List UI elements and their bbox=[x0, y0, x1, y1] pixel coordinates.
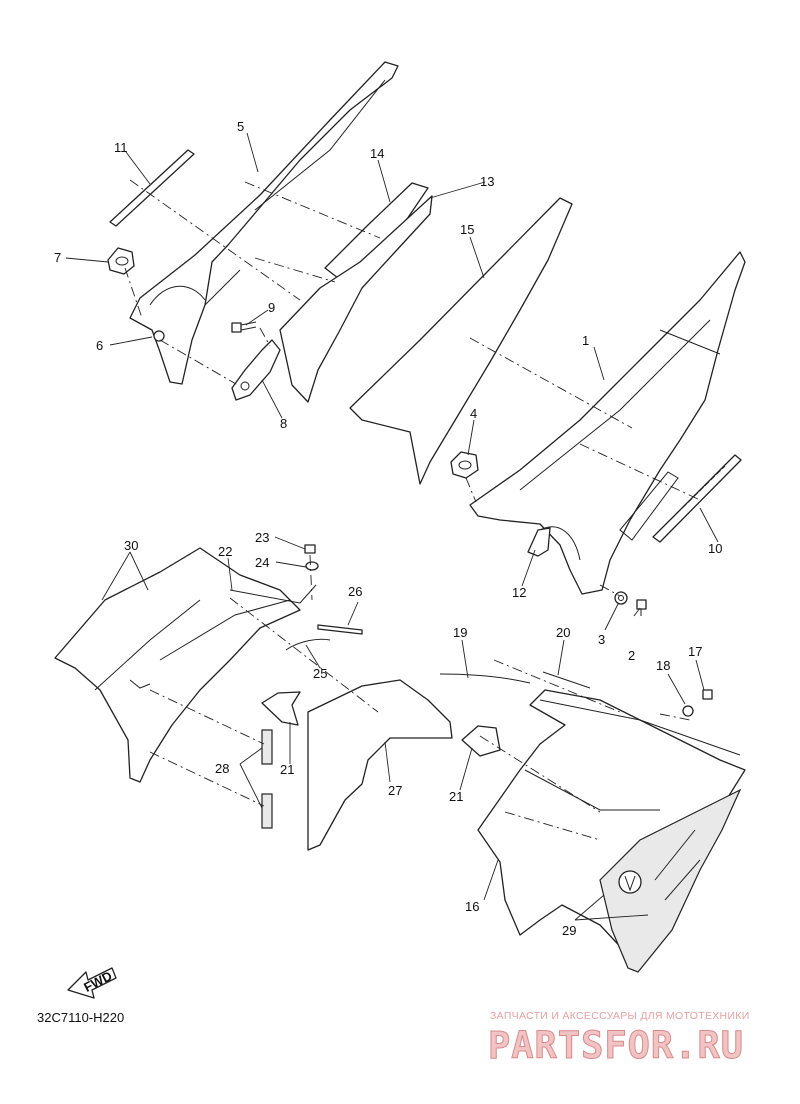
callout-15: 15 bbox=[460, 222, 474, 237]
callout-27: 27 bbox=[388, 783, 402, 798]
part-24-nut bbox=[305, 561, 319, 571]
part-3-washer bbox=[614, 591, 628, 605]
part-17-bolt bbox=[702, 689, 713, 700]
part-4-grommet bbox=[450, 451, 479, 479]
callout-21a: 21 bbox=[280, 762, 294, 777]
callout-26: 26 bbox=[348, 584, 362, 599]
callout-4: 4 bbox=[470, 406, 477, 421]
part-23-screw bbox=[304, 544, 316, 554]
callout-8: 8 bbox=[280, 416, 287, 431]
watermark-caption: ЗАПЧАСТИ И АКСЕССУАРЫ ДЛЯ МОТОТЕХНИКИ bbox=[490, 1010, 750, 1022]
part-21-clip-right bbox=[461, 725, 501, 757]
callout-14: 14 bbox=[370, 146, 384, 161]
part-28-pad-b bbox=[261, 793, 273, 829]
part-7-grommet bbox=[107, 247, 135, 275]
part-27-panel-sheet bbox=[307, 679, 453, 851]
callout-17: 17 bbox=[688, 644, 702, 659]
callout-labels: 1 2 3 4 5 6 7 8 9 10 11 12 13 14 15 16 1… bbox=[54, 119, 722, 938]
callout-5: 5 bbox=[237, 119, 244, 134]
part-28-pad-a bbox=[261, 729, 273, 765]
part-2-bolt bbox=[636, 599, 647, 616]
callout-25: 25 bbox=[313, 666, 327, 681]
leader-lines bbox=[65, 132, 719, 921]
callout-9: 9 bbox=[268, 300, 275, 315]
callout-24: 24 bbox=[255, 555, 269, 570]
callout-13: 13 bbox=[480, 174, 494, 189]
part-8-bracket bbox=[231, 339, 281, 401]
watermark-logo: PARTSFOR.RU bbox=[487, 1024, 745, 1068]
callout-30: 30 bbox=[124, 538, 138, 553]
part-9-bolt bbox=[231, 321, 257, 333]
callout-6: 6 bbox=[96, 338, 103, 353]
part-15-panel-sheet bbox=[349, 197, 573, 485]
callout-20: 20 bbox=[556, 625, 570, 640]
part-12-stay bbox=[527, 527, 551, 557]
part-5-side-cover-upper bbox=[129, 61, 399, 385]
callout-11: 11 bbox=[114, 140, 128, 155]
part-30-lower-cover-left bbox=[54, 547, 301, 783]
callout-28: 28 bbox=[215, 761, 229, 776]
assembly-lines bbox=[124, 179, 701, 841]
callout-23: 23 bbox=[255, 530, 269, 545]
part-6-washer bbox=[153, 330, 165, 342]
part-19-strip bbox=[439, 673, 531, 684]
callout-7: 7 bbox=[54, 250, 61, 265]
part-11-emblem-strip bbox=[109, 149, 195, 227]
callout-22: 22 bbox=[218, 544, 232, 559]
part-20-strip bbox=[542, 671, 591, 689]
fwd-arrow-icon: FWD bbox=[67, 967, 117, 999]
callout-18: 18 bbox=[656, 658, 670, 673]
callout-21b: 21 bbox=[449, 789, 463, 804]
callout-19: 19 bbox=[453, 625, 467, 640]
part-13-side-panel bbox=[279, 195, 433, 403]
callout-3: 3 bbox=[598, 632, 605, 647]
part-29-graphic-decal bbox=[599, 788, 742, 973]
part-26-strip bbox=[317, 624, 363, 635]
callout-12: 12 bbox=[512, 585, 526, 600]
part-25-curved-strip bbox=[285, 638, 331, 651]
callout-16: 16 bbox=[465, 899, 479, 914]
part-22-clip bbox=[229, 584, 317, 604]
drawing-code: 32C7110-H220 bbox=[37, 1010, 125, 1025]
part-18-washer bbox=[682, 705, 694, 717]
callout-29: 29 bbox=[562, 923, 576, 938]
callout-2: 2 bbox=[628, 648, 635, 663]
part-21-clip-left bbox=[261, 691, 301, 726]
callout-10: 10 bbox=[708, 541, 722, 556]
callout-1: 1 bbox=[582, 333, 589, 348]
